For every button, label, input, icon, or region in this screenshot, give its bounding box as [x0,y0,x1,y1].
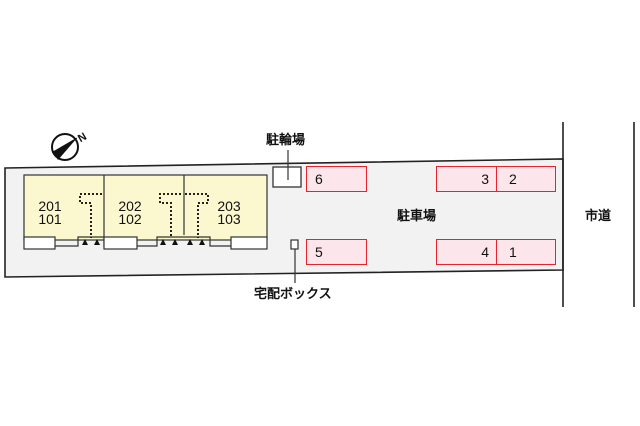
parking-slot-3: 3 [437,167,497,191]
unit-label-202-102: 202 102 [110,198,150,227]
parking-slot-6: 6 [306,166,367,192]
unit-lower: 102 [118,211,142,227]
entrance-markers [82,239,205,245]
unit-upper: 202 [118,198,142,214]
unit-upper: 203 [217,198,241,214]
slot-number: 1 [509,244,517,260]
delivery-box [290,239,299,250]
slot-number: 3 [481,171,489,187]
parking-slot-5: 5 [306,239,367,265]
parking-slots-3-2: 3 2 [436,166,556,192]
bicycle-parking-box [272,166,302,188]
parking-slot-4: 4 [437,240,497,264]
slot-number: 2 [509,171,517,187]
north-arrow-icon: N [51,131,89,161]
building [23,174,268,250]
parking-lot-label: 駐車場 [397,209,437,224]
slot-number: 4 [481,244,489,260]
delivery-box-label: 宅配ボックス [254,287,332,302]
unit-label-203-103: 203 103 [209,198,249,227]
unit-lower: 101 [38,211,62,227]
unit-label-201-101: 201 101 [30,198,70,227]
parking-slots-4-1: 4 1 [436,239,556,265]
slot-number: 5 [315,244,323,260]
slot-number: 6 [315,171,323,187]
unit-upper: 201 [38,198,62,214]
unit-lower: 103 [217,211,241,227]
bicycle-parking-label: 駐輪場 [266,133,306,148]
parking-slot-2: 2 [497,167,555,191]
parking-slot-1: 1 [497,240,555,264]
city-road-label: 市道 [585,209,612,224]
